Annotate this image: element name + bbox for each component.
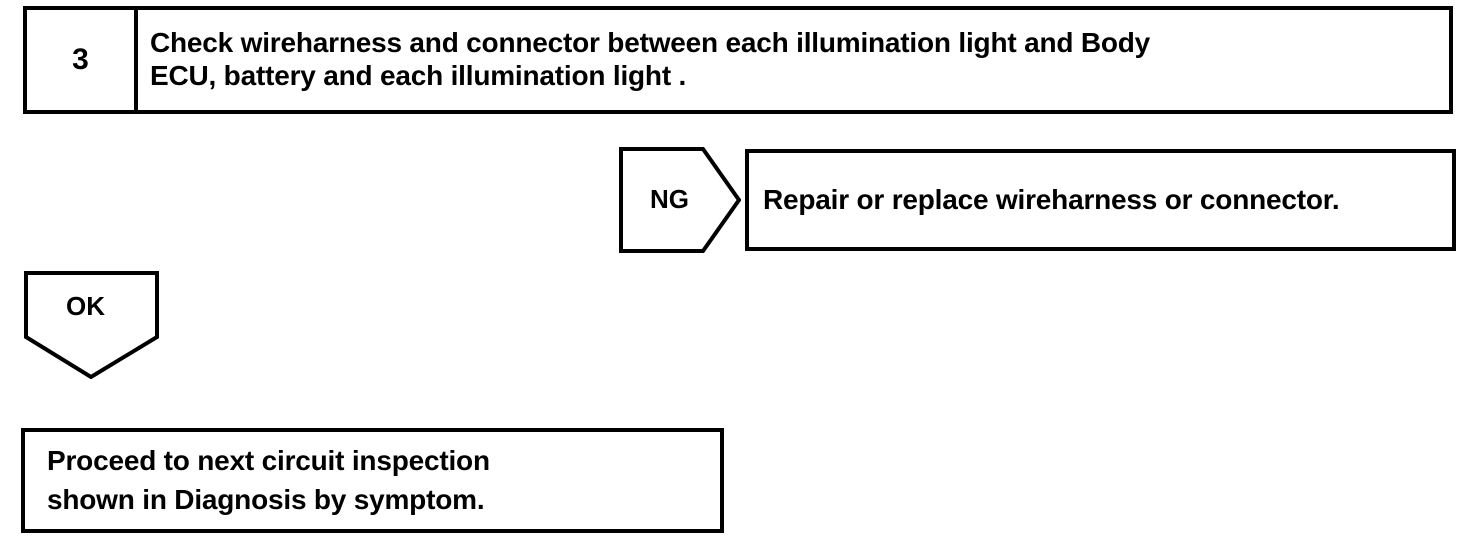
ok-action-text: Proceed to next circuit inspection shown…: [47, 444, 490, 515]
step-instruction-cell: Check wireharness and connector between …: [138, 10, 1449, 110]
ng-branch-label: NG: [650, 184, 689, 214]
step-row: 3 Check wireharness and connector betwee…: [23, 6, 1453, 114]
ng-action-box: Repair or replace wireharness or connect…: [745, 149, 1456, 251]
ok-branch-label: OK: [66, 291, 105, 321]
ng-action-text: Repair or replace wireharness or connect…: [763, 184, 1340, 215]
ng-arrow-shape: [619, 147, 741, 253]
ok-action-box: Proceed to next circuit inspection shown…: [21, 428, 724, 533]
step-number-cell: 3: [27, 10, 138, 110]
ok-arrow-shape: [24, 271, 159, 379]
step-number: 3: [72, 43, 89, 76]
step-instruction-text: Check wireharness and connector between …: [150, 27, 1151, 92]
